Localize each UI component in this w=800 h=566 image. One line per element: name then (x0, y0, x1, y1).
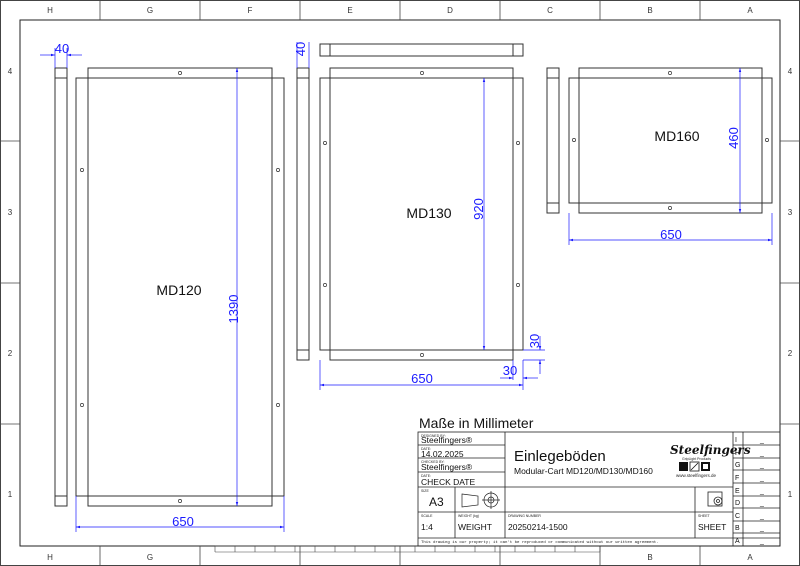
revision-letter: C (735, 513, 740, 520)
col-label-top: A (747, 6, 753, 15)
units-heading: Maße in Millimeter (419, 415, 534, 431)
col-label-bottom: H (47, 553, 53, 562)
footer-note: This drawing is our property; it can't b… (421, 540, 659, 545)
brand-icons (679, 461, 710, 472)
revision-value: _ (759, 500, 764, 507)
checked-by-label: CHECKED BY: (421, 460, 445, 464)
revision-letter: B (735, 525, 740, 532)
revision-value: _ (759, 488, 764, 495)
scale-label: SCALE (421, 514, 433, 518)
projection-symbol-icon (461, 491, 500, 509)
inner-frame (19, 19, 781, 547)
revision-value: _ (759, 462, 764, 469)
revision-letter: E (735, 488, 740, 495)
md160-side-view (546, 67, 560, 214)
revision-table: I _ H _ G _ F _ E _ D _ C _ B _ A _ (735, 437, 764, 545)
row-label-left: 3 (8, 208, 13, 217)
designed-by-value: Steelfingers® (421, 435, 473, 445)
revision-letter: H (735, 450, 740, 457)
md130-label: MD130 (406, 205, 451, 221)
drawing-subtitle: Modular-Cart MD120/MD130/MD160 (514, 466, 653, 476)
row-label-right: 4 (788, 67, 793, 76)
check-date-label: DATE: (421, 474, 431, 478)
col-label-bottom: B (647, 553, 652, 562)
revision-value: _ (759, 525, 764, 532)
col-label-top: C (547, 6, 553, 15)
drawing-title: Einlegeböden (514, 448, 606, 465)
col-label-bottom: A (747, 553, 753, 562)
revision-value: _ (759, 450, 764, 457)
col-label-top: F (248, 6, 253, 15)
date-value: 14.02.2025 (421, 449, 464, 459)
revision-letter: A (735, 538, 740, 545)
date-label: DATE: (421, 447, 431, 451)
revision-letter: F (735, 475, 739, 482)
md160-width-dim: 650 (660, 227, 682, 242)
revision-letter: G (735, 462, 740, 469)
md160-label: MD160 (654, 128, 699, 144)
revision-letter: I (735, 437, 737, 444)
row-label-right: 1 (788, 490, 793, 499)
row-label-left: 1 (8, 490, 13, 499)
sheet-value: SHEET (698, 522, 726, 532)
check-date-value: CHECK DATE (421, 477, 475, 487)
revision-letter: D (735, 500, 740, 507)
md130-dimensions (296, 42, 545, 390)
col-label-top: B (647, 6, 652, 15)
designed-by-label: DESIGNED BY: (421, 434, 446, 438)
revision-value: _ (759, 475, 764, 482)
col-label-bottom: G (147, 553, 153, 562)
md130-width-dim: 650 (411, 371, 433, 386)
md130-shelf (319, 67, 524, 361)
row-label-left: 4 (8, 67, 13, 76)
brand-tagline: GripLight Products (682, 457, 711, 461)
col-label-top: E (347, 6, 352, 15)
col-label-top: H (47, 6, 53, 15)
md120-dimensions (40, 48, 285, 532)
md130-height-dim: 920 (471, 198, 486, 220)
col-label-top: D (447, 6, 453, 15)
md120-width-dim: 650 (172, 514, 194, 529)
scale-value: 1:4 (421, 522, 433, 532)
md130-side-dim: 40 (293, 42, 308, 56)
scale-ruler (214, 545, 601, 553)
drawing-number-label: DRAWING NUMBER (508, 514, 541, 518)
checked-by-value: Steelfingers® (421, 462, 473, 472)
gear-icon (707, 491, 723, 507)
md130-side-view (296, 43, 524, 361)
revision-value: _ (759, 538, 764, 545)
md120-side-dim: 40 (55, 41, 69, 56)
row-label-right: 2 (788, 349, 793, 358)
md160-height-dim: 460 (726, 127, 741, 149)
size-label: SIZE (421, 489, 429, 493)
row-label-left: 2 (8, 349, 13, 358)
md120-side-view (54, 67, 68, 507)
revision-value: _ (759, 437, 764, 444)
md130-corner-y-dim: 30 (527, 334, 542, 348)
weight-label: WEIGHT (kg) (458, 514, 479, 518)
md160-dimensions (568, 68, 773, 245)
md120-label: MD120 (156, 282, 201, 298)
sheet-label: SHEET (698, 514, 711, 518)
title-block-frame (417, 431, 781, 547)
brand-logo: Steelfingers (670, 443, 751, 457)
size-value: A3 (429, 495, 444, 509)
md160-holes (572, 71, 769, 210)
md160-shelf (568, 67, 773, 214)
md120-shelf (75, 67, 285, 507)
md120-height-dim: 1390 (226, 295, 241, 324)
md130-corner-x-dim: 30 (503, 363, 517, 378)
drawing-number-value: 20250214-1500 (508, 522, 568, 532)
revision-value: _ (759, 513, 764, 520)
md130-holes (323, 71, 520, 357)
row-label-right: 3 (788, 208, 793, 217)
brand-url: www.steelfingers.de (676, 473, 717, 478)
weight-value: WEIGHT (458, 522, 492, 532)
col-label-top: G (147, 6, 153, 15)
md120-holes (80, 71, 280, 503)
